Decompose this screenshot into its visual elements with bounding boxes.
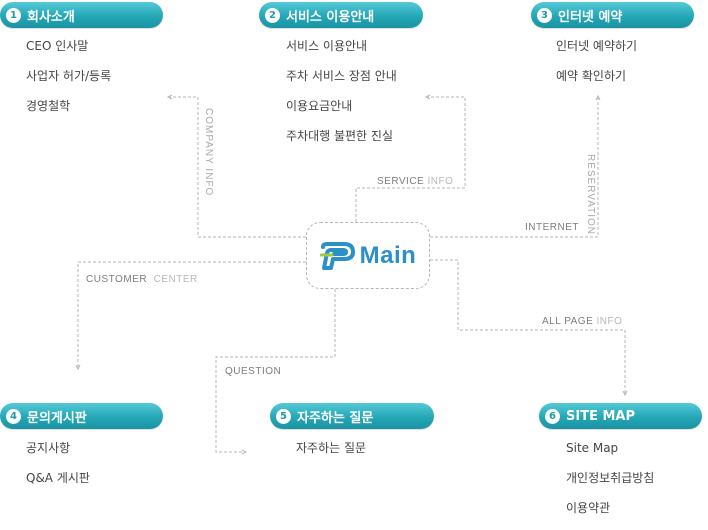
connector-question: [215, 289, 336, 453]
section-service-list: 서비스 이용안내 주차 서비스 장점 안내 이용요금안내 주차대행 불편한 진실: [286, 38, 397, 158]
number-6-icon: 6: [545, 408, 560, 424]
connector-customer: [77, 261, 306, 367]
label-center: CENTER: [153, 274, 198, 285]
section-board-header[interactable]: 4 문의게시판: [0, 403, 163, 429]
connector-service: [355, 96, 466, 222]
connector-allpage: [430, 259, 626, 393]
menu-ceo-greeting[interactable]: CEO 인사말: [26, 39, 89, 53]
label-service-info: SERVICE INFO: [377, 176, 453, 187]
section-service-title: 서비스 이용안내: [286, 9, 375, 25]
section-board-list: 공지사항 Q&A 게시판: [26, 440, 90, 500]
section-company-title: 회사소개: [27, 9, 75, 25]
section-board-title: 문의게시판: [27, 410, 87, 426]
menu-service-guide[interactable]: 서비스 이용안내: [286, 39, 368, 53]
p-logo-icon: [319, 241, 355, 270]
label-reservation: RESERVATION: [585, 154, 596, 236]
label-question: QUESTION: [225, 366, 282, 377]
arrow-reservation: [595, 94, 601, 101]
menu-philosophy[interactable]: 경영철학: [26, 99, 71, 113]
number-4-icon: 4: [6, 408, 21, 424]
connector-lines: [75, 94, 628, 455]
number-5-icon: 5: [276, 408, 291, 424]
menu-privacy-policy[interactable]: 개인정보취급방침: [566, 471, 655, 485]
section-service-header[interactable]: 2 서비스 이용안내: [259, 2, 423, 28]
arrow-allpage: [622, 390, 628, 397]
menu-terms-of-use[interactable]: 이용약관: [566, 501, 611, 515]
label-customer: CUSTOMER: [86, 274, 148, 285]
label-company-info: COMPANY INFO: [203, 108, 214, 197]
number-2-icon: 2: [265, 7, 280, 23]
section-faq-header[interactable]: 5 자주하는 질문: [270, 403, 434, 429]
label-all-page-info: ALL PAGE INFO: [542, 316, 622, 327]
menu-valet-truth[interactable]: 주차대행 불편한 진실: [286, 129, 393, 143]
section-reserve-list: 인터넷 예약하기 예약 확인하기: [556, 38, 637, 98]
number-3-icon: 3: [537, 7, 552, 23]
label-all-page: ALL PAGE: [542, 316, 594, 327]
arrow-service: [424, 94, 431, 100]
main-logo-link[interactable]: Main: [306, 222, 430, 289]
label-service-suffix: INFO: [427, 176, 454, 187]
label-service: SERVICE: [377, 176, 425, 187]
connector-reservation: [430, 98, 599, 238]
section-company-header[interactable]: 1 회사소개: [0, 2, 163, 28]
menu-make-reservation[interactable]: 인터넷 예약하기: [556, 39, 638, 53]
menu-fee-guide[interactable]: 이용요금안내: [286, 99, 353, 113]
menu-notice[interactable]: 공지사항: [26, 441, 71, 455]
section-faq-list: 자주하는 질문: [296, 440, 366, 470]
section-sitemap-header[interactable]: 6 SITE MAP: [539, 403, 702, 429]
menu-faq[interactable]: 자주하는 질문: [296, 441, 367, 455]
section-faq-title: 자주하는 질문: [297, 410, 374, 426]
menu-service-merits[interactable]: 주차 서비스 장점 안내: [286, 69, 397, 83]
arrow-customer: [75, 364, 81, 371]
menu-site-map[interactable]: Site Map: [566, 441, 619, 455]
arrow-company: [166, 94, 173, 100]
menu-business-license[interactable]: 사업자 허가/등록: [26, 69, 112, 83]
section-company-list: CEO 인사말 사업자 허가/등록 경영철학: [26, 38, 111, 128]
label-customer-center: CUSTOMER CENTER: [86, 274, 198, 285]
number-1-icon: 1: [6, 7, 21, 23]
arrow-question: [241, 449, 248, 455]
menu-qna-board[interactable]: Q&A 게시판: [26, 471, 90, 485]
label-all-page-suffix: INFO: [596, 316, 623, 327]
main-logo-text: Main: [359, 241, 417, 269]
section-sitemap-title: SITE MAP: [566, 408, 635, 424]
label-internet: INTERNET: [525, 222, 579, 233]
section-reserve-title: 인터넷 예약: [558, 9, 623, 25]
section-sitemap-list: Site Map 개인정보취급방침 이용약관: [566, 440, 654, 530]
connector-company: [170, 96, 306, 238]
section-reserve-header[interactable]: 3 인터넷 예약: [531, 2, 694, 28]
menu-check-reservation[interactable]: 예약 확인하기: [556, 69, 627, 83]
